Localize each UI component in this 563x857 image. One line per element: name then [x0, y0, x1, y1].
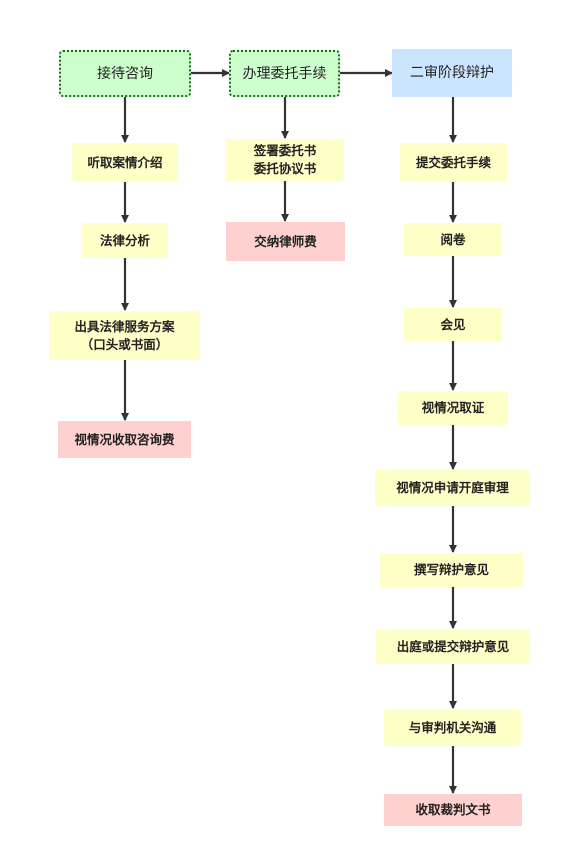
node-legal-analysis: 法律分析: [82, 223, 168, 258]
node-collect-evidence: 视情况取证: [398, 391, 508, 425]
node-write-defense: 撰写辩护意见: [380, 553, 523, 587]
node-consult: 接待咨询: [59, 50, 191, 97]
node-apply-hearing: 视情况申请开庭审理: [375, 470, 530, 506]
node-entrust-procedures: 办理委托手续: [229, 50, 340, 97]
node-meet-client: 会见: [404, 308, 502, 341]
node-receive-judgment: 收取裁判文书: [384, 794, 522, 826]
node-lawyer-fee: 交纳律师费: [226, 222, 345, 261]
node-second-instance-defense: 二审阶段辩护: [392, 49, 512, 97]
node-service-plan: 出具法律服务方案 （口头或书面）: [49, 311, 200, 360]
node-court-defense: 出庭或提交辩护意见: [376, 629, 530, 664]
node-communicate-court: 与审判机关沟通: [384, 709, 521, 746]
node-listen-case: 听取案情介绍: [72, 143, 178, 182]
node-submit-entrustment: 提交委托手续: [400, 143, 507, 182]
node-sign-agreement: 签署委托书 委托协议书: [226, 139, 344, 181]
node-consult-fee: 视情况收取咨询费: [58, 421, 191, 458]
node-review-files: 阅卷: [404, 223, 502, 256]
